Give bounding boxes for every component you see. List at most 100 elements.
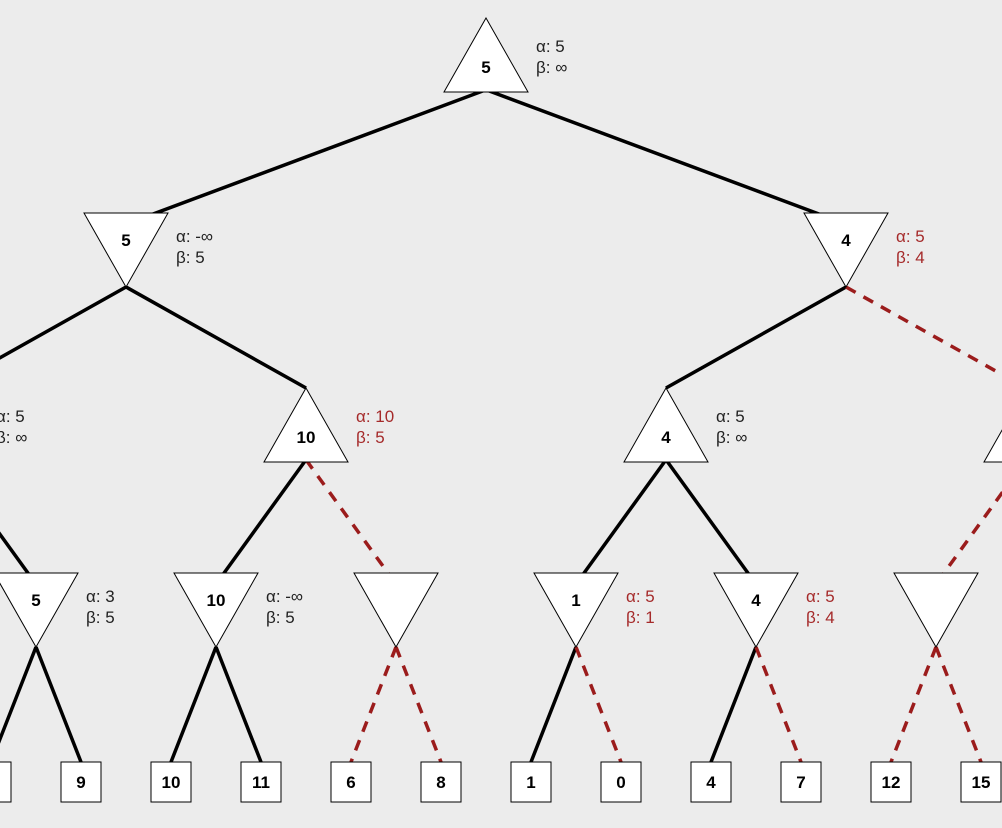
edge-root-R bbox=[485, 88, 847, 226]
leaf-box bbox=[420, 761, 462, 803]
max-node: 10α: 10β: 5 bbox=[263, 386, 394, 463]
beta-label: β: ∞ bbox=[0, 428, 27, 447]
min-triangle bbox=[803, 212, 889, 289]
alpha-label: α: 5 bbox=[626, 587, 655, 606]
leaf-node: 9 bbox=[60, 761, 102, 803]
max-node: α: 5 β: ∞ bbox=[0, 407, 27, 447]
min-triangle bbox=[893, 572, 979, 649]
beta-label: β: 4 bbox=[896, 248, 925, 267]
edge-LLR-leaf9 bbox=[34, 646, 83, 763]
beta-label: β: 5 bbox=[266, 608, 295, 627]
leaf-box bbox=[600, 761, 642, 803]
edge-LRL-leaf10 bbox=[169, 646, 218, 763]
max-triangle bbox=[983, 429, 1002, 463]
alpha-label: α: 5 bbox=[0, 407, 25, 426]
leaf-node: 8 bbox=[420, 761, 462, 803]
node-value: 4 bbox=[751, 591, 761, 610]
node-value: 5 bbox=[121, 231, 130, 250]
edge-LRR-leaf8-pruned bbox=[394, 646, 443, 763]
edge-LL-LLR bbox=[0, 531, 38, 586]
alpha-label: α: -∞ bbox=[176, 227, 213, 246]
node-value: 4 bbox=[661, 428, 671, 447]
beta-label: β: ∞ bbox=[716, 428, 747, 447]
beta-label: β: 1 bbox=[626, 608, 655, 627]
max-node bbox=[983, 429, 1002, 463]
node-value: 15 bbox=[972, 773, 991, 792]
node-value: 10 bbox=[297, 428, 316, 447]
edge-LRL-leaf11 bbox=[214, 646, 263, 763]
beta-label: β: ∞ bbox=[536, 58, 567, 77]
leaf-node: 7 bbox=[780, 761, 822, 803]
node-value: 0 bbox=[616, 773, 625, 792]
edge-LLR-leaf0 bbox=[0, 646, 38, 744]
alpha-label: α: 5 bbox=[716, 407, 745, 426]
min-node: 5 α: -∞ β: 5 bbox=[83, 212, 213, 289]
edge-L-LR bbox=[125, 285, 307, 390]
node-value: 10 bbox=[207, 591, 226, 610]
leaf-box bbox=[870, 761, 912, 803]
edge-RLL-leaf0b-pruned bbox=[574, 646, 623, 763]
node-value: 1 bbox=[526, 773, 535, 792]
edge-RRL-leaf15-pruned bbox=[934, 646, 983, 763]
leaf-box bbox=[780, 761, 822, 803]
node-value: 8 bbox=[436, 773, 445, 792]
node-value: 4 bbox=[706, 773, 716, 792]
tree-edges bbox=[0, 88, 1002, 763]
edge-root-L bbox=[125, 88, 487, 226]
leaf-box bbox=[60, 761, 102, 803]
max-triangle bbox=[623, 386, 709, 463]
node-value: 10 bbox=[162, 773, 181, 792]
edge-RL-RLL bbox=[574, 458, 668, 586]
leaf-node: 0 bbox=[600, 761, 642, 803]
leaf-box bbox=[150, 761, 192, 803]
max-node: 4 α: 5 β: ∞ bbox=[623, 386, 747, 463]
edge-RLR-leaf4 bbox=[709, 646, 758, 763]
min-triangle bbox=[533, 572, 619, 649]
leaf-node: 10 bbox=[150, 761, 192, 803]
beta-label: β: 5 bbox=[176, 248, 205, 267]
edge-R-RL bbox=[665, 285, 847, 390]
leaf-node: 1 bbox=[510, 761, 552, 803]
node-value: 6 bbox=[346, 773, 355, 792]
leaf-node: 6 bbox=[330, 761, 372, 803]
edge-RR-RRL-pruned bbox=[934, 489, 1002, 586]
leaf-box bbox=[690, 761, 732, 803]
alpha-label: α: 3 bbox=[86, 587, 115, 606]
node-value: 1 bbox=[571, 591, 580, 610]
leaf-box bbox=[510, 761, 552, 803]
min-node bbox=[353, 572, 439, 649]
leaf-node bbox=[0, 761, 12, 803]
edge-RL-RLR bbox=[664, 458, 758, 586]
min-triangle bbox=[713, 572, 799, 649]
edge-RLR-leaf7-pruned bbox=[754, 646, 803, 763]
min-triangle bbox=[83, 212, 169, 289]
min-node bbox=[893, 572, 979, 649]
node-value: 12 bbox=[882, 773, 901, 792]
leaf-box bbox=[0, 761, 12, 803]
alpha-label: α: 5 bbox=[536, 37, 565, 56]
edge-LR-LRL bbox=[214, 458, 308, 586]
node-value: 4 bbox=[841, 231, 851, 250]
min-triangle bbox=[173, 572, 259, 649]
edge-L-LL bbox=[0, 285, 127, 360]
edge-LRR-leaf6-pruned bbox=[349, 646, 398, 763]
edge-R-RR-pruned bbox=[845, 285, 1002, 377]
min-triangle bbox=[353, 572, 439, 649]
edge-RLL-leaf1 bbox=[529, 646, 578, 763]
beta-label: β: 5 bbox=[86, 608, 115, 627]
min-triangle bbox=[0, 572, 79, 649]
beta-label: β: 5 bbox=[356, 428, 385, 447]
leaf-box bbox=[240, 761, 282, 803]
leaf-node: 11 bbox=[240, 761, 282, 803]
max-triangle bbox=[443, 16, 529, 93]
node-value: 11 bbox=[252, 773, 270, 792]
beta-label: β: 4 bbox=[806, 608, 835, 627]
leaf-node: 15 bbox=[960, 761, 1002, 803]
leaf-box bbox=[330, 761, 372, 803]
